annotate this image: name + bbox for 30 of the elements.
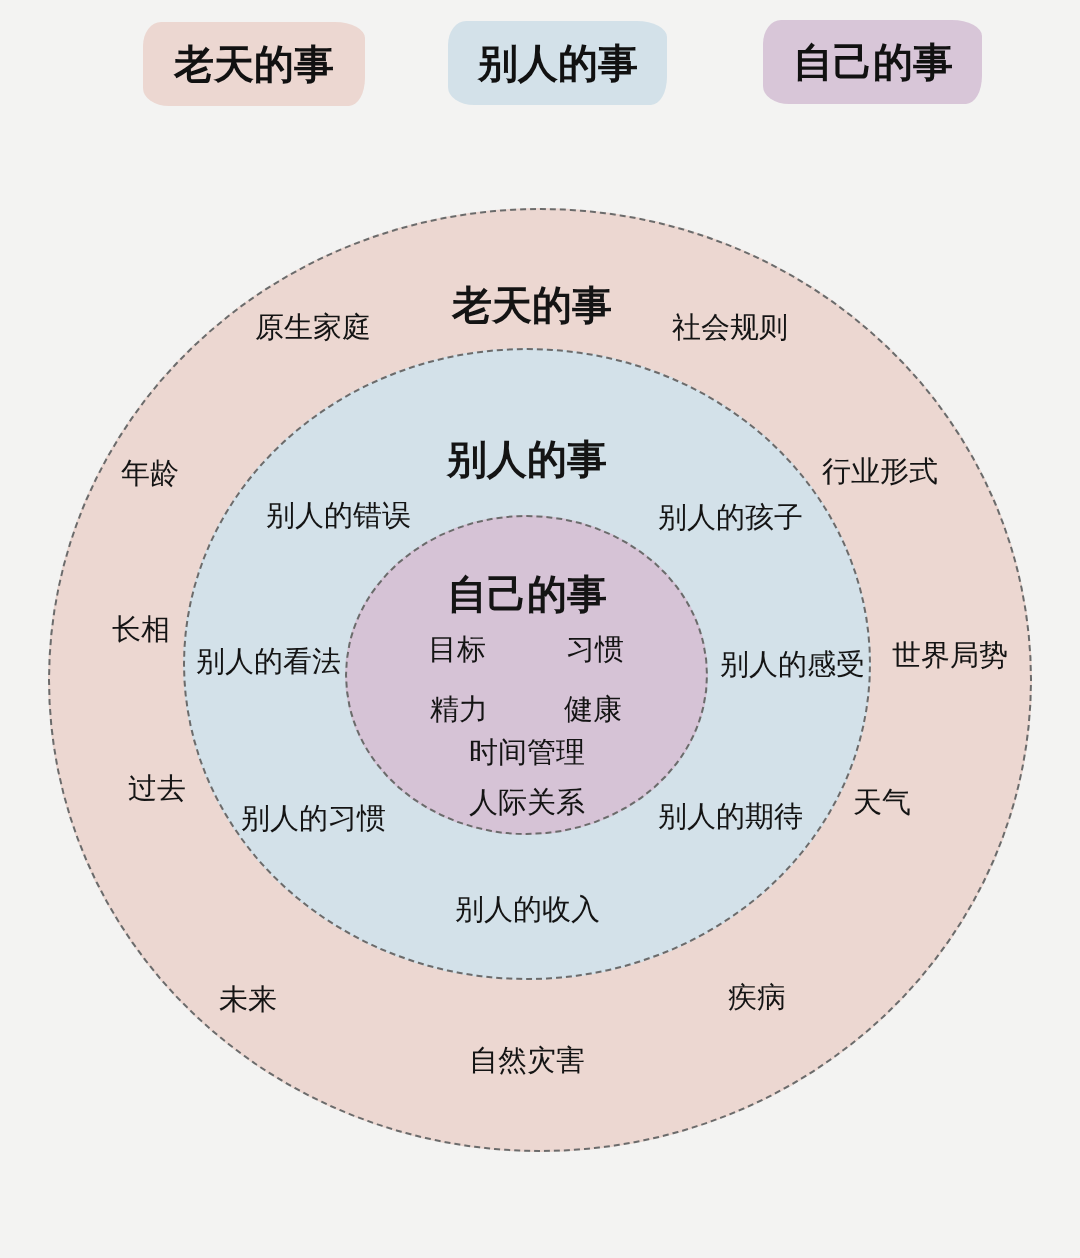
item-label: 时间管理 bbox=[469, 736, 585, 770]
item-label: 世界局势 bbox=[892, 639, 1008, 673]
item-label: 社会规则 bbox=[672, 311, 788, 345]
item-label: 年龄 bbox=[121, 457, 179, 491]
circle-heading: 别人的事 bbox=[447, 436, 607, 482]
item-label: 别人的收入 bbox=[454, 893, 600, 927]
circle-heading: 自己的事 bbox=[447, 571, 607, 617]
item-label: 目标 bbox=[428, 633, 486, 667]
item-label: 别人的错误 bbox=[265, 499, 411, 533]
item-label: 精力 bbox=[430, 693, 488, 727]
item-label: 天气 bbox=[853, 786, 911, 820]
item-label: 别人的感受 bbox=[719, 648, 865, 682]
item-label: 未来 bbox=[219, 983, 277, 1017]
circle-heading: 老天的事 bbox=[452, 282, 612, 328]
item-label: 过去 bbox=[128, 772, 186, 806]
item-label: 原生家庭 bbox=[255, 311, 371, 345]
legend-text: 自己的事 bbox=[792, 37, 953, 87]
item-label: 疾病 bbox=[728, 981, 786, 1015]
item-label: 人际关系 bbox=[469, 786, 585, 820]
item-label: 行业形式 bbox=[822, 455, 938, 489]
item-label: 别人的期待 bbox=[657, 800, 803, 834]
item-label: 健康 bbox=[564, 693, 622, 727]
legend-text: 老天的事 bbox=[174, 39, 334, 89]
item-label: 别人的孩子 bbox=[657, 501, 803, 535]
item-label: 自然灾害 bbox=[469, 1044, 585, 1078]
item-label: 别人的习惯 bbox=[240, 802, 386, 836]
item-label: 别人的看法 bbox=[195, 645, 341, 679]
item-label: 习惯 bbox=[566, 633, 624, 667]
item-label: 长相 bbox=[112, 613, 170, 647]
legend-text: 别人的事 bbox=[477, 38, 638, 88]
